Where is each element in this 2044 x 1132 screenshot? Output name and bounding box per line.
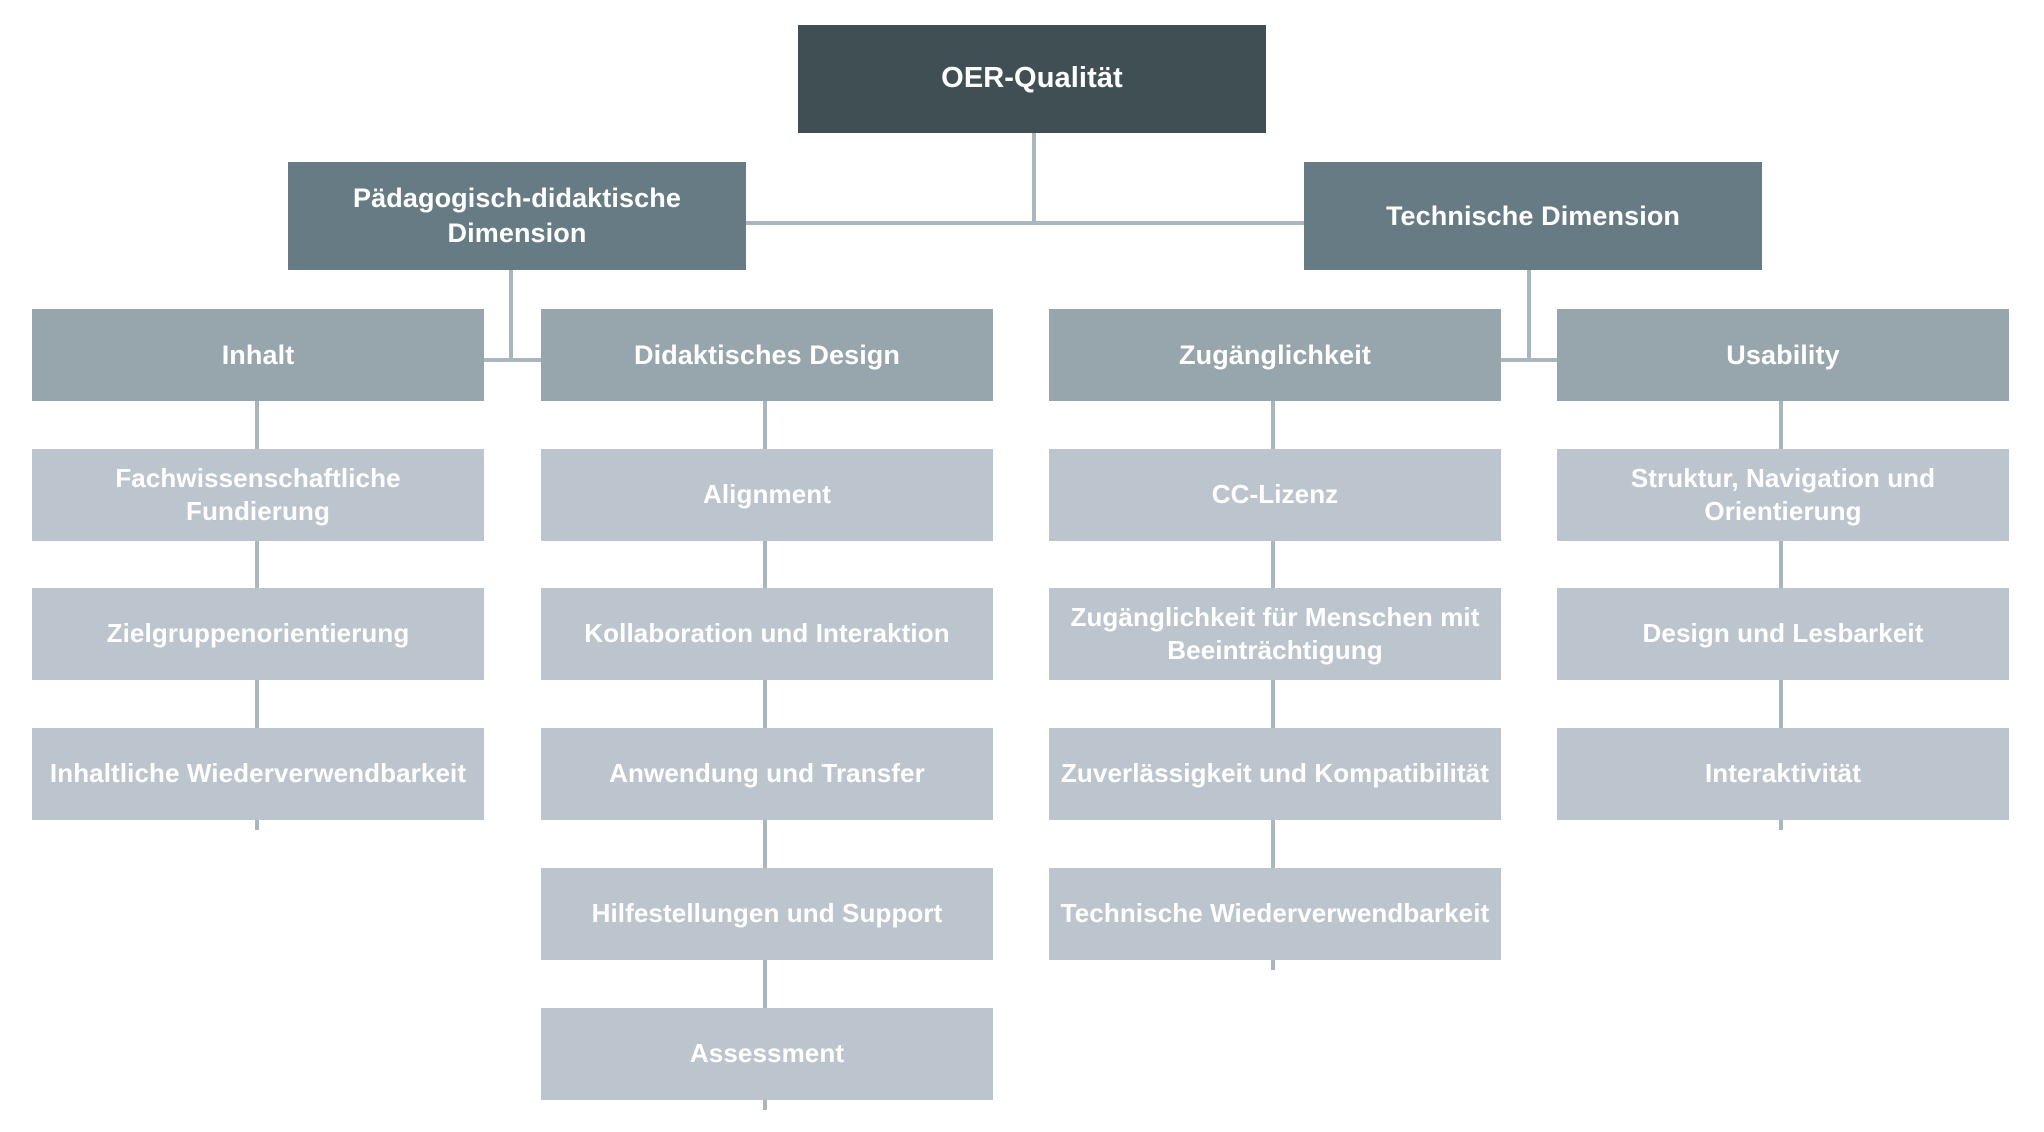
node-item-zuverlaessigkeit-und-kompatibilitaet[interactable]: Zuverlässigkeit und Kompatibilität <box>1049 728 1501 820</box>
node-category-didaktisches-design[interactable]: Didaktisches Design <box>541 309 993 401</box>
node-category-inhalt[interactable]: Inhalt <box>32 309 484 401</box>
node-paedagogisch-didaktische-dimension[interactable]: Pädagogisch-didaktische Dimension <box>288 162 746 270</box>
connector-pedagogic-category-bus <box>483 358 543 362</box>
connector-technical-category-bus <box>1501 358 1561 362</box>
node-item-cc-lizenz[interactable]: CC-Lizenz <box>1049 449 1501 541</box>
node-item-design-und-lesbarkeit[interactable]: Design und Lesbarkeit <box>1557 588 2009 680</box>
connector-root-to-bus <box>1032 133 1036 223</box>
node-oer-qualitaet[interactable]: OER-Qualität <box>798 25 1266 133</box>
node-category-usability[interactable]: Usability <box>1557 309 2009 401</box>
connector-column-3-spine <box>1271 400 1275 970</box>
connector-pedagogic-to-categories <box>509 270 513 362</box>
connector-dimension-bus <box>742 221 1308 225</box>
node-technische-dimension[interactable]: Technische Dimension <box>1304 162 1762 270</box>
node-item-inhaltliche-wiederverwendbarkeit[interactable]: Inhaltliche Wiederverwendbarkeit <box>32 728 484 820</box>
node-item-assessment[interactable]: Assessment <box>541 1008 993 1100</box>
node-item-interaktivitaet[interactable]: Interaktivität <box>1557 728 2009 820</box>
node-item-alignment[interactable]: Alignment <box>541 449 993 541</box>
node-item-struktur-navigation-und-orientierung[interactable]: Struktur, Navigation und Orientierung <box>1557 449 2009 541</box>
node-item-fachwissenschaftliche-fundierung[interactable]: Fachwissenschaftliche Fundierung <box>32 449 484 541</box>
node-item-hilfestellungen-und-support[interactable]: Hilfestellungen und Support <box>541 868 993 960</box>
node-item-technische-wiederverwendbarkeit[interactable]: Technische Wiederverwendbarkeit <box>1049 868 1501 960</box>
node-item-kollaboration-und-interaktion[interactable]: Kollaboration und Interaktion <box>541 588 993 680</box>
node-item-anwendung-und-transfer[interactable]: Anwendung und Transfer <box>541 728 993 820</box>
node-category-zugaenglichkeit[interactable]: Zugänglichkeit <box>1049 309 1501 401</box>
connector-technical-to-categories <box>1527 270 1531 362</box>
node-item-zielgruppenorientierung[interactable]: Zielgruppenorientierung <box>32 588 484 680</box>
node-item-zugaenglichkeit-fuer-menschen-mit-beeintraechtigung[interactable]: Zugänglichkeit für Menschen mit Beeinträ… <box>1049 588 1501 680</box>
